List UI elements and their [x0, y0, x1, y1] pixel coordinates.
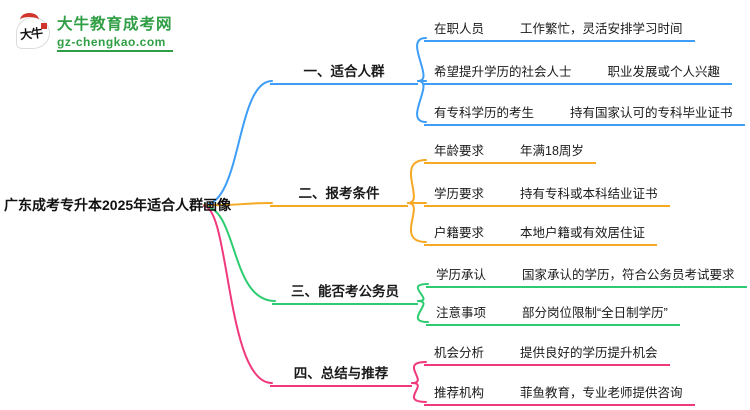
leaf-label: 在职人员: [434, 22, 485, 36]
leaf-desc: 持有专科或本科结业证书: [520, 187, 658, 201]
leaf-desc: 部分岗位限制“全日制学历”: [522, 306, 668, 320]
leaf-education-requirement: 学历要求 持有专科或本科结业证书: [424, 180, 670, 207]
logo-red-seal: [41, 23, 47, 29]
leaf-degree-seekers: 希望提升学历的社会人士 职业发展或个人兴趣: [424, 58, 733, 85]
leaf-degree-recognition: 学历承认 国家承认的学历，符合公务员考试要求: [426, 261, 747, 288]
leaf-opportunity-analysis: 机会分析 提供良好的学历提升机会: [424, 339, 670, 366]
leaf-age-requirement: 年龄要求 年满18周岁: [424, 137, 596, 164]
leaf-desc: 持有国家认可的专科毕业证书: [570, 106, 733, 120]
logo-text-block: 大牛教育成考网 gz-chengkao.com: [57, 12, 173, 52]
daniu-logo-icon: 大牛: [16, 13, 50, 51]
logo-domain: gz-chengkao.com: [57, 35, 173, 52]
leaf-label: 希望提升学历的社会人士: [434, 65, 572, 79]
leaf-employed-people: 在职人员 工作繁忙，灵活安排学习时间: [424, 15, 695, 42]
leaf-label: 机会分析: [434, 346, 485, 360]
leaf-label: 有专科学历的考生: [434, 106, 535, 120]
leaf-precautions: 注意事项 部分岗位限制“全日制学历”: [426, 299, 680, 326]
leaf-label: 注意事项: [436, 306, 487, 320]
leaf-desc: 提供良好的学历提升机会: [520, 346, 658, 360]
leaf-label: 学历承认: [436, 268, 487, 282]
logo-calligraphy-text: 大牛: [19, 25, 43, 43]
leaf-label: 户籍要求: [434, 226, 485, 240]
leaf-desc: 菲鱼教育，专业老师提供咨询: [520, 386, 683, 400]
site-logo: 大牛 大牛教育成考网 gz-chengkao.com: [16, 12, 173, 52]
leaf-college-graduates: 有专科学历的考生 持有国家认可的专科毕业证书: [424, 99, 745, 126]
leaf-label: 学历要求: [434, 187, 485, 201]
branch-suitable-groups: 一、适合人群: [270, 57, 418, 85]
logo-bubble: [16, 17, 50, 49]
leaf-desc: 职业发展或个人兴趣: [607, 65, 721, 79]
logo-title: 大牛教育成考网: [57, 16, 173, 33]
branch2-edges: [203, 159, 427, 243]
branch3-edges: [203, 205, 429, 323]
branch-summary-recommendation: 四、总结与推荐: [270, 359, 412, 387]
leaf-residency-requirement: 户籍要求 本地户籍或有效居住证: [424, 219, 658, 246]
leaf-desc: 年满18周岁: [520, 144, 584, 158]
leaf-desc: 工作繁忙，灵活安排学习时间: [520, 22, 683, 36]
leaf-label: 年龄要求: [434, 144, 485, 158]
branch4-edges: [203, 205, 427, 403]
central-topic: 广东成考专升本2025年适合人群画像: [4, 197, 232, 213]
logo-red-hat: [20, 13, 39, 27]
branch1-edges: [203, 37, 427, 206]
leaf-desc: 本地户籍或有效居住证: [520, 226, 646, 240]
leaf-desc: 国家承认的学历，符合公务员考试要求: [522, 268, 735, 282]
branch-civil-service-eligibility: 三、能否考公务员: [272, 277, 418, 305]
leaf-recommended-institution: 推荐机构 菲鱼教育，专业老师提供咨询: [424, 379, 695, 406]
branch-application-conditions: 二、报考条件: [270, 179, 408, 207]
leaf-label: 推荐机构: [434, 386, 485, 400]
